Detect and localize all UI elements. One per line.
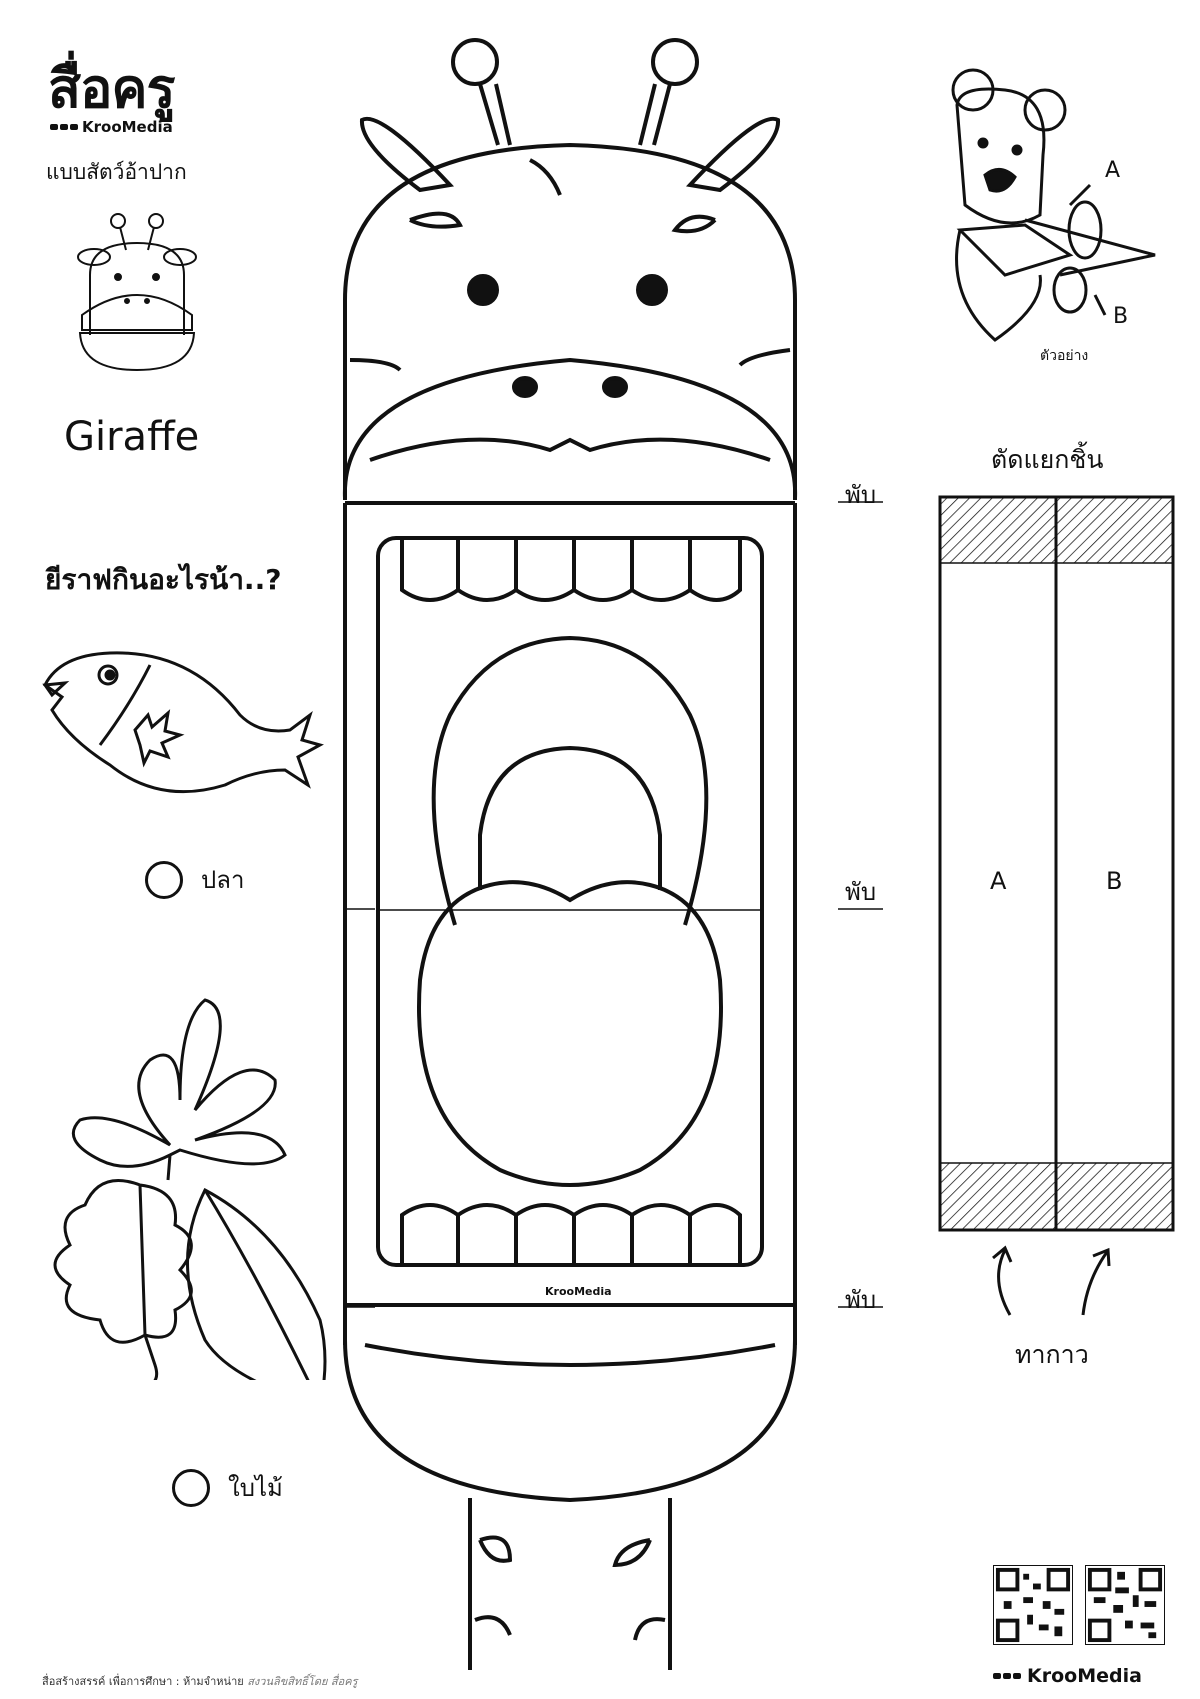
option-fish[interactable]: ปลา (145, 860, 244, 899)
giraffe-puppet: KrooMedia (342, 38, 798, 1670)
option-fish-label: ปลา (201, 866, 245, 894)
fold-guide-top (345, 501, 375, 503)
cut-strip: A B (938, 495, 1175, 1232)
fold-guide-bottom (345, 1306, 375, 1308)
quiz-question: ยีราฟกินอะไรน้า..? (45, 563, 282, 596)
fold-label-middle: พับ (845, 878, 877, 906)
giraffe-thumbnail-icon (77, 213, 197, 372)
example-a-label: A (1105, 158, 1120, 183)
social-icons (50, 124, 78, 130)
brand-subtitle: KrooMedia (50, 118, 173, 136)
footer-left-text: สื่อสร้างสรรค์ เพื่อการศึกษา : ห้ามจำหน่… (42, 1675, 244, 1688)
option-leaf-label: ใบไม้ (228, 1474, 283, 1502)
option-fish-radio[interactable] (145, 860, 183, 899)
fold-guide-middle (345, 908, 375, 910)
brand-subtitle-text: KrooMedia (82, 118, 173, 136)
example-diagram: A B (951, 68, 1156, 342)
qr-code-icon (993, 1565, 1073, 1645)
fold-guide-middle-right (838, 908, 883, 910)
strip-a-label: A (990, 867, 1007, 895)
footer-brand: KrooMedia (993, 1665, 1142, 1687)
footer-note: สื่อสร้างสรรค์ เพื่อการศึกษา : ห้ามจำหน่… (42, 1672, 358, 1690)
qr-code-icon (1085, 1565, 1165, 1645)
fold-guide-bottom-right (838, 1306, 883, 1308)
option-leaf[interactable]: ใบไม้ (172, 1468, 283, 1507)
animal-name: Giraffe (64, 414, 200, 460)
footer-brand-text: KrooMedia (1027, 1665, 1142, 1687)
leaf-icon (53, 998, 327, 1380)
example-b-label: B (1113, 304, 1128, 329)
puppet-brand-mark: KrooMedia (545, 1285, 612, 1298)
option-leaf-radio[interactable] (172, 1468, 210, 1507)
fold-guide-top-right (838, 501, 883, 503)
strip-b-label: B (1106, 867, 1122, 895)
fold-label-bottom: พับ (845, 1286, 877, 1314)
glue-arrows-icon (992, 1245, 1111, 1316)
footer-copyright: สงวนลิขสิทธิ์โดย สื่อครู (247, 1675, 358, 1688)
worksheet-subtitle: แบบสัตว์อ้าปาก (46, 160, 187, 184)
example-label: ตัวอย่าง (1040, 348, 1089, 364)
social-icons (993, 1673, 1021, 1679)
fold-label-top: พับ (845, 481, 877, 509)
fish-icon (42, 651, 324, 794)
glue-instruction: ทากาว (1015, 1340, 1089, 1369)
cut-instruction: ตัดแยกชิ้น (991, 445, 1104, 474)
brand-title: สื่อครู (48, 57, 176, 120)
